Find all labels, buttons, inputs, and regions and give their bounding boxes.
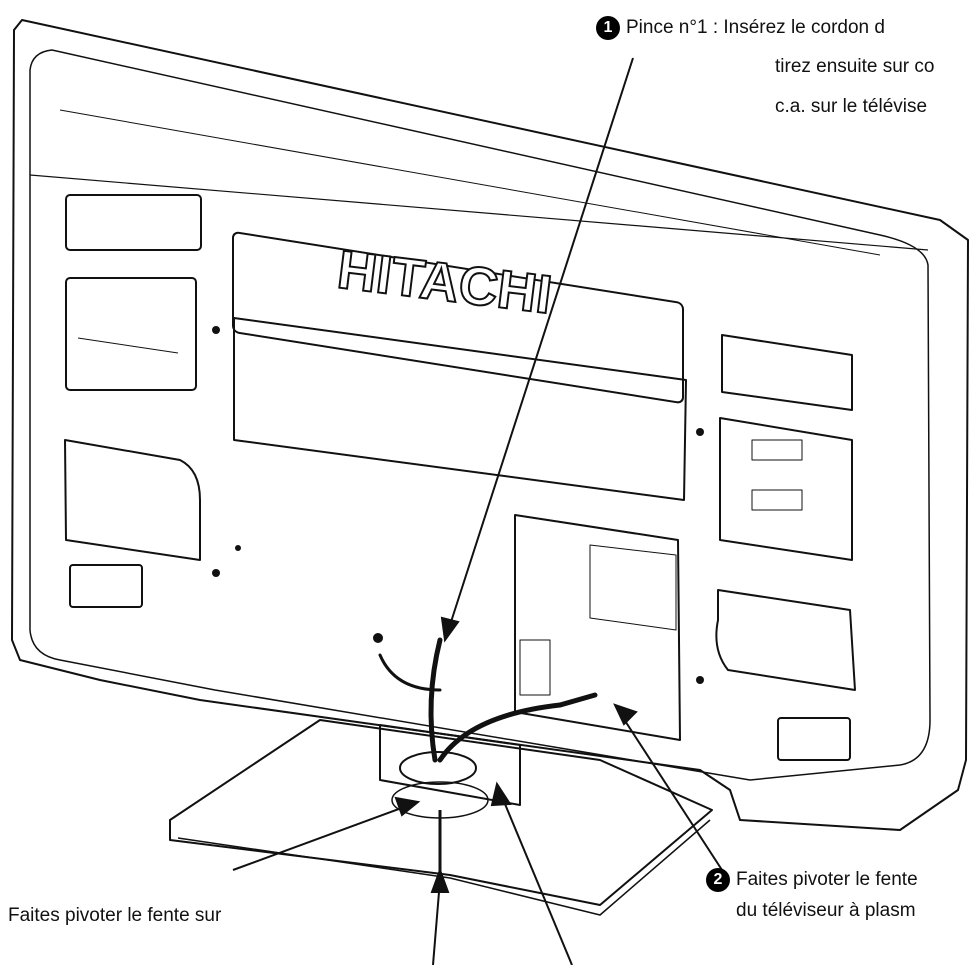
step-badge-1: 1 xyxy=(596,16,620,40)
terminal-panel xyxy=(514,514,681,741)
leader-line-step2 xyxy=(617,709,723,871)
stand-neck xyxy=(379,724,521,806)
right-upper-panel xyxy=(721,334,853,411)
callout-bottom-left: Faites pivoter le fente sur xyxy=(8,905,222,926)
tv-inner-frame xyxy=(29,49,931,781)
arrow-head-step2 xyxy=(613,703,638,726)
arrow-head-step1 xyxy=(440,616,460,643)
right-handle-recess xyxy=(715,589,856,691)
step-badge-2: 2 xyxy=(706,868,730,892)
leader-line-step1 xyxy=(449,57,634,626)
arrow-head-bottom xyxy=(490,781,512,807)
tv-outer-frame xyxy=(11,19,969,831)
callout-step1: 1 Pince n°1 : Insérez le cordon d xyxy=(596,16,885,40)
brand-logo: HITACHI xyxy=(334,240,555,326)
right-vent xyxy=(777,717,851,761)
left-vent xyxy=(69,564,143,608)
arrow-head-left xyxy=(394,796,421,817)
right-label-panel xyxy=(719,417,853,561)
power-cord xyxy=(428,637,443,763)
signal-cable xyxy=(437,692,598,763)
callout-step1-line2: tirez ensuite sur co xyxy=(775,56,935,77)
cable-clamp xyxy=(399,751,477,785)
left-middle-panel xyxy=(65,277,197,391)
leader-line-center xyxy=(432,879,441,965)
callout-step2-line1: Faites pivoter le fente xyxy=(736,869,918,891)
left-upper-panel xyxy=(65,194,202,251)
callout-step1-line1: Pince n°1 : Insérez le cordon d xyxy=(626,17,885,39)
arrow-head-center xyxy=(430,867,450,893)
leader-line-left xyxy=(232,802,416,871)
callout-step2: 2 Faites pivoter le fente xyxy=(706,868,918,892)
center-panel xyxy=(233,317,687,501)
callout-step1-line3: c.a. sur le télévise xyxy=(775,96,928,117)
stand-base xyxy=(169,719,713,906)
left-handle-recess xyxy=(64,439,201,561)
callout-step2-line2: du téléviseur à plasm xyxy=(736,900,916,921)
logo-panel xyxy=(232,231,684,404)
leader-line-bottom xyxy=(499,791,573,965)
